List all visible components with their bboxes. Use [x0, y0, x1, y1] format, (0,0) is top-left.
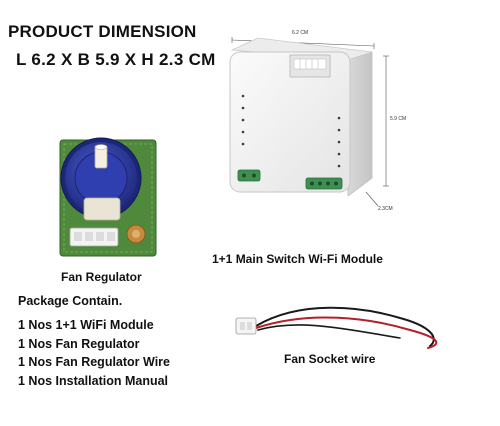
- dimension-lines: [231, 37, 389, 207]
- package-item: 1 Nos Fan Regulator Wire: [18, 355, 170, 369]
- wire-caption: Fan Socket wire: [284, 352, 376, 366]
- regulator-caption: Fan Regulator: [61, 270, 142, 284]
- package-list: 1 Nos 1+1 WiFi Module 1 Nos Fan Regulato…: [18, 316, 170, 390]
- product-dimension-values: L 6.2 X B 5.9 X H 2.3 CM: [16, 50, 216, 69]
- package-heading: Package Contain.: [18, 294, 123, 308]
- fan-socket-wire-image: [235, 306, 438, 349]
- package-item: 1 Nos Fan Regulator: [18, 336, 140, 351]
- module-top-face: [230, 37, 373, 61]
- package-item: 1 Nos 1+1 WiFi Module: [18, 318, 154, 332]
- module-side-face: [347, 51, 373, 197]
- fan-regulator-image: [59, 137, 157, 257]
- module-front-face: [229, 51, 351, 193]
- module-connector-slot: [289, 54, 331, 78]
- module-caption: 1+1 Main Switch Wi-Fi Module: [212, 252, 383, 266]
- module-terminal-left: [237, 169, 261, 182]
- module-height-label: 2.3CM: [378, 206, 393, 212]
- module-breadth-label: 5.9 CM: [390, 116, 407, 122]
- module-terminal-right: [305, 177, 343, 190]
- product-dimension-title: PRODUCT DIMENSION: [8, 22, 197, 41]
- module-right-leds: [337, 116, 341, 168]
- module-left-leds: [241, 94, 245, 146]
- package-item: 1 Nos Installation Manual: [18, 373, 169, 388]
- module-length-label: 6.2 CM: [292, 30, 309, 36]
